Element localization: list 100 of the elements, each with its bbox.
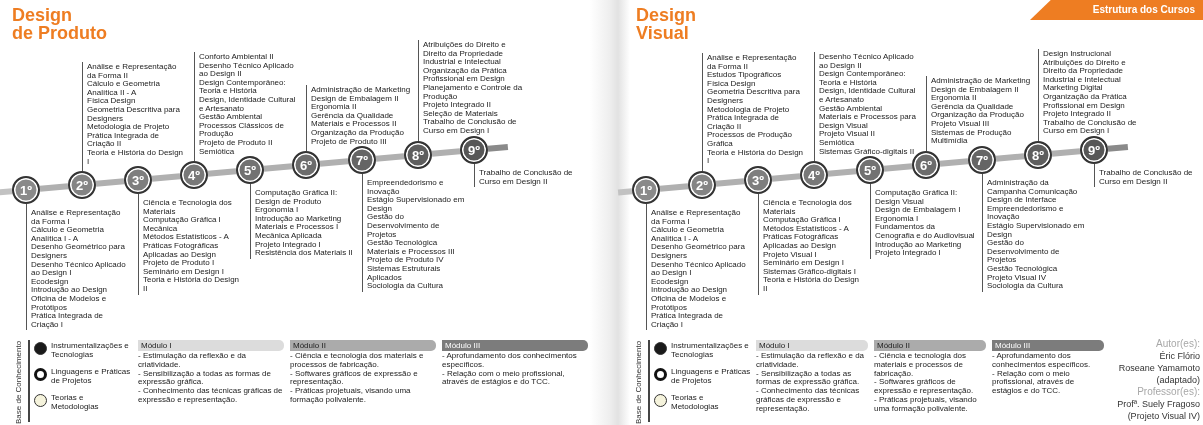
credits-heading: Autor(es): bbox=[1156, 338, 1200, 350]
course-name: Gestão Tecnológica bbox=[987, 264, 1059, 273]
course-name: Desenho Técnico Aplicado ao Design I bbox=[651, 260, 747, 278]
course-name: Projeto de Produto III bbox=[311, 137, 387, 147]
course-name: Teoria e História do Design II bbox=[143, 276, 241, 294]
course-name: Desenho Geométrico para Designers bbox=[31, 243, 126, 260]
timeline-bar bbox=[95, 178, 125, 187]
timeline-bar bbox=[375, 153, 405, 162]
course-name: Seminário em Design I bbox=[143, 267, 224, 276]
section-tab: Estrutura dos Cursos bbox=[1030, 0, 1203, 20]
course-name: Teoria e História do Design II bbox=[763, 276, 861, 294]
course-name: Trabalho de Conclusão de Curso em Design I bbox=[1043, 118, 1138, 136]
module-heading-bar: Módulo I bbox=[756, 340, 868, 351]
course-name: Materiais e Processos II bbox=[311, 120, 398, 129]
course-name: Marketing Digital bbox=[1043, 84, 1104, 93]
course-name: Introdução ao Design bbox=[31, 286, 109, 295]
course-name: Ergonomia II bbox=[311, 103, 357, 112]
credits-text: Éric Flório bbox=[1159, 350, 1200, 362]
course-name: Computação Gráfica I bbox=[143, 216, 222, 225]
module-text: - Aprofundamento dos conhecimentos específicos. bbox=[992, 352, 1092, 369]
legend-label: Linguagens e Práticas de Projetos bbox=[671, 368, 751, 386]
course-name: Atribuições do Direito e Direito da Propriedade Industrial e Intelectual bbox=[1043, 58, 1127, 85]
semester-circle: 7º bbox=[968, 146, 996, 174]
course-name: Prática Integrada de Criação II bbox=[87, 131, 160, 149]
timeline-bar bbox=[659, 183, 689, 192]
course-name: Gestão do Desenvolvimento de Projetos bbox=[987, 239, 1061, 265]
course-name: Prática Integrada de Criação I bbox=[651, 312, 725, 330]
semester-circle: 4º bbox=[800, 161, 828, 189]
course-name: Projeto Integrado II bbox=[423, 101, 492, 110]
course-name: Metodologia de Projeto bbox=[707, 105, 791, 114]
course-name: Ergonomia I bbox=[255, 206, 300, 215]
course-name: Projeto Integrado I bbox=[255, 240, 321, 249]
course-name: Análise e Representação da Forma I bbox=[31, 209, 122, 227]
course-name: Cálculo e Geometria Analítica I - A bbox=[651, 226, 725, 244]
course-name: Administração de Marketing bbox=[931, 77, 1031, 85]
module-text: - Sensibilização a todas as formas de expressão gráfica. bbox=[138, 369, 272, 388]
course-name: Mecânica Aplicada bbox=[255, 231, 323, 240]
course-name: Ciência e Tecnologia dos Materiais bbox=[143, 199, 233, 217]
course-name: Análise e Representação da Forma I bbox=[651, 209, 742, 227]
course-name: Design Contemporâneo: Teoria e História bbox=[199, 78, 287, 96]
course-name: Conforto Ambiental II bbox=[199, 53, 275, 62]
course-name: Trabalho de Conclusão de Curso em Design II bbox=[479, 169, 574, 187]
legend-label: Instrumentalizações e Tecnologias bbox=[671, 342, 750, 360]
course-name: Processos Clássicos de Produção bbox=[199, 121, 285, 139]
course-name: Análise e Representação da Forma II bbox=[707, 54, 798, 72]
course-name: Projeto Integrado I bbox=[875, 249, 941, 258]
semester-circle: 3º bbox=[124, 166, 152, 194]
page-title: Design Visual bbox=[636, 6, 696, 42]
course-name: Organização da Prática Profissional em Design bbox=[1043, 92, 1128, 111]
course-name: Sistemas de Produção Multimídia bbox=[931, 128, 1013, 146]
timeline-bar bbox=[319, 158, 349, 167]
course-name: Oficina de Modelos e Protótipos bbox=[31, 294, 108, 312]
course-name: Projeto de Produto IV bbox=[367, 256, 445, 265]
course-name: Design de Embalagem II bbox=[931, 85, 1019, 94]
page-title: Design de Produto bbox=[12, 6, 107, 42]
course-name: Métodos Estatísticos - A bbox=[763, 224, 850, 234]
course-name: Cálculo e Geometria Analítica I - A bbox=[31, 226, 105, 244]
course-name: Projeto Visual IV bbox=[987, 273, 1046, 282]
course-name: Ecodesign bbox=[31, 277, 70, 286]
timeline-bar bbox=[715, 178, 745, 187]
course-name: Prática Integrada de Criação I bbox=[31, 312, 105, 330]
course-name: Desenho Técnico Aplicado ao Design II bbox=[819, 53, 915, 70]
course-name: Geometria Descritiva para Designers bbox=[707, 88, 801, 105]
semester-circle: 5º bbox=[236, 156, 264, 184]
course-name: Gerência da Qualidade bbox=[931, 102, 1015, 111]
timeline-bar bbox=[827, 168, 857, 177]
module-text: - Estimulação da reflexão e da criatividade. bbox=[756, 352, 866, 370]
course-name: Estudos Tipográficos bbox=[707, 71, 783, 80]
module-text: - Estimulação da reflexão e da criatividade. bbox=[138, 352, 248, 370]
course-name: Computação Gráfica II: Design Visual bbox=[875, 189, 959, 206]
course-name: Práticas Fotográficas Aplicadas ao Design bbox=[763, 233, 840, 250]
legend-label: Teorias e Metodologias bbox=[671, 394, 720, 412]
semester-circle: 4º bbox=[180, 161, 208, 189]
credits-text: Roseane Yamamoto bbox=[1118, 362, 1200, 374]
semester-circle: 9º bbox=[460, 136, 488, 164]
course-name: Planejamento e Controle da Produção bbox=[423, 83, 523, 101]
course-name: Seminário em Design I bbox=[763, 259, 844, 268]
semester-circle: 9º bbox=[1080, 136, 1108, 164]
semester-circle: 8º bbox=[404, 141, 432, 169]
module-heading-bar: Módulo II bbox=[290, 340, 436, 351]
legend-label: Linguagens e Práticas de Projetos bbox=[51, 368, 131, 386]
course-name: Projeto Visual III bbox=[931, 119, 990, 128]
course-name: Administração de Marketing bbox=[311, 86, 411, 94]
course-name: Estágio Supervisionado em Design bbox=[367, 196, 466, 213]
semester-circle: 1º bbox=[632, 176, 660, 204]
course-name: Design de Embalagem II bbox=[311, 94, 399, 103]
course-name: Sistemas Gráfico-digitais I bbox=[763, 267, 856, 276]
course-name: Design de Embalagem I bbox=[875, 206, 962, 215]
course-name: Introdução ao Marketing bbox=[255, 214, 343, 223]
module-heading-bar: Módulo III bbox=[442, 340, 588, 351]
credits-text: (adaptado) bbox=[1156, 374, 1200, 386]
course-name: Ciência e Tecnologia dos Materiais bbox=[763, 199, 853, 217]
course-name: Introdução ao Design bbox=[651, 286, 729, 295]
course-name: Física Design bbox=[87, 97, 137, 106]
module-text: - Aprofundamento dos conhecimentos específicos. bbox=[442, 352, 578, 369]
module-heading-bar: Módulo III bbox=[992, 340, 1104, 351]
credits-text: (Projeto Visual IV) bbox=[1127, 410, 1200, 422]
semester-circle: 6º bbox=[292, 151, 320, 179]
course-name: Mecânica bbox=[143, 224, 178, 234]
course-name: Física Design bbox=[707, 79, 756, 88]
